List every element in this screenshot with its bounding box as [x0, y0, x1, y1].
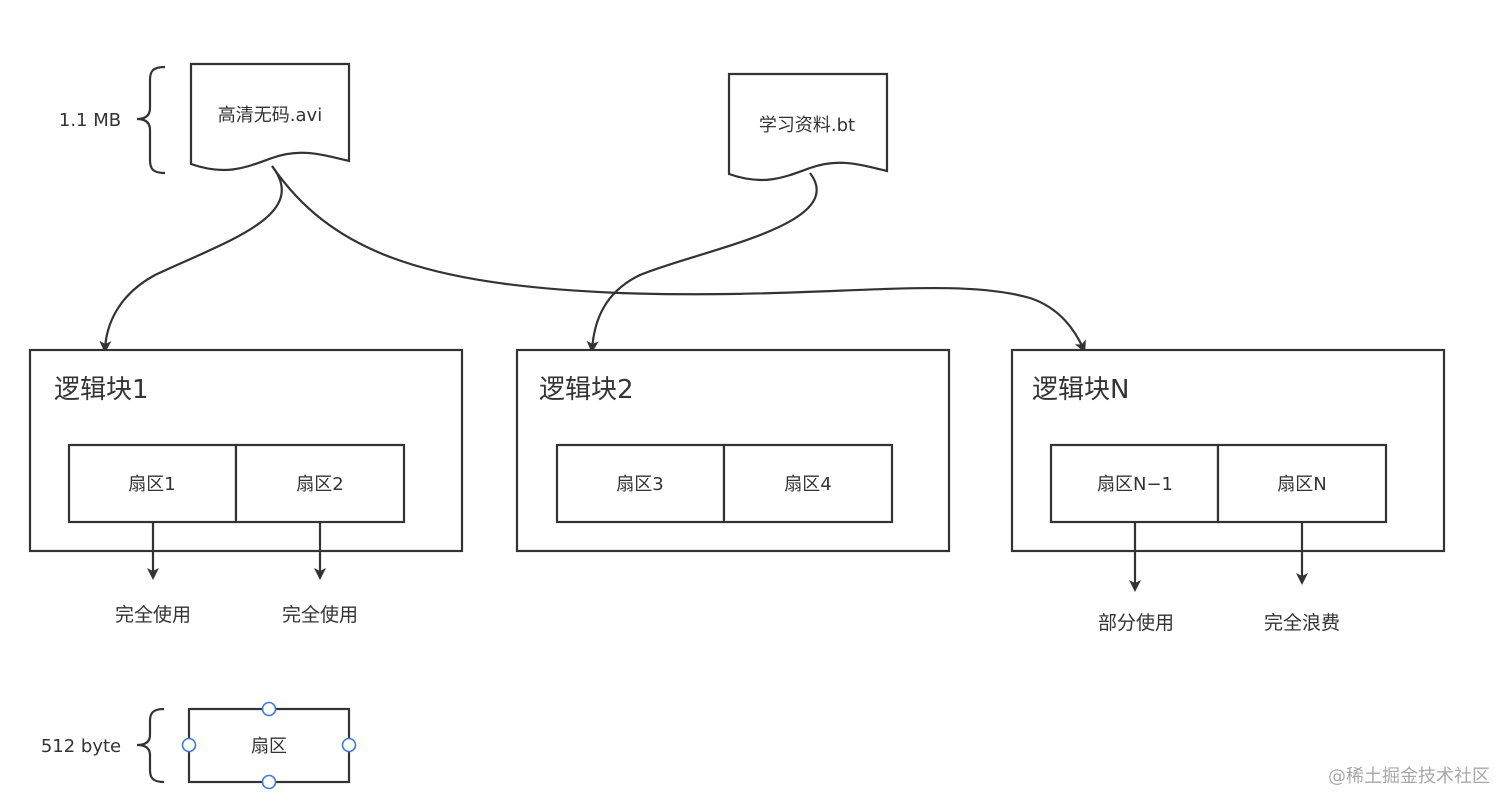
block-title: 逻辑块N: [1032, 375, 1129, 405]
sector-label: 扇区N−1: [1097, 474, 1173, 495]
logical-block-1: 逻辑块1 扇区1 扇区2: [28, 348, 464, 553]
usage-label: 完全使用: [282, 604, 358, 626]
usage-label: 完全浪费: [1264, 612, 1340, 634]
connector-bt-to-block2: [586, 172, 818, 353]
logical-block-n: 逻辑块N 扇区N−1 扇区N: [1010, 348, 1446, 553]
block-title: 逻辑块1: [54, 375, 149, 405]
file-document-bt: 学习资料.bt: [727, 72, 889, 182]
usage-label: 部分使用: [1098, 612, 1174, 634]
file-document-avi: 高清无码.avi: [189, 62, 351, 172]
selection-handle-right[interactable]: [341, 737, 357, 753]
selection-handle-top[interactable]: [261, 701, 277, 717]
selection-handle-bottom[interactable]: [261, 774, 277, 790]
file-size-label: 1.1 MB: [59, 110, 121, 131]
watermark: @稀土掘金技术社区: [1328, 766, 1490, 787]
sector-label: 扇区1: [128, 474, 175, 495]
sector-label: 扇区2: [296, 474, 343, 495]
logical-block-2: 逻辑块2 扇区3 扇区4: [515, 348, 951, 553]
sector-cell: [722, 443, 894, 524]
sector-legend-label: 扇区: [251, 736, 287, 757]
sector-cell: [1049, 443, 1220, 524]
connector-avi-to-block1: [99, 165, 283, 353]
usage-label: 完全使用: [115, 604, 191, 626]
sector-label: 扇区4: [784, 474, 831, 495]
file-name-bt: 学习资料.bt: [759, 115, 855, 136]
block-title: 逻辑块2: [539, 375, 634, 405]
sector-cell: [67, 443, 238, 524]
sector-label: 扇区3: [616, 474, 663, 495]
sector-cell: [234, 443, 406, 524]
sector-cell: [555, 443, 726, 524]
file-name-avi: 高清无码.avi: [218, 105, 322, 126]
sector-label: 扇区N: [1277, 474, 1326, 495]
selection-handle-left[interactable]: [181, 737, 197, 753]
sector-size-label: 512 byte: [41, 736, 121, 757]
connector-avi-to-blockN: [271, 165, 1086, 353]
sector-size-legend: 512 byte 扇区: [41, 701, 357, 790]
file-size-brace: 1.1 MB: [59, 65, 166, 175]
